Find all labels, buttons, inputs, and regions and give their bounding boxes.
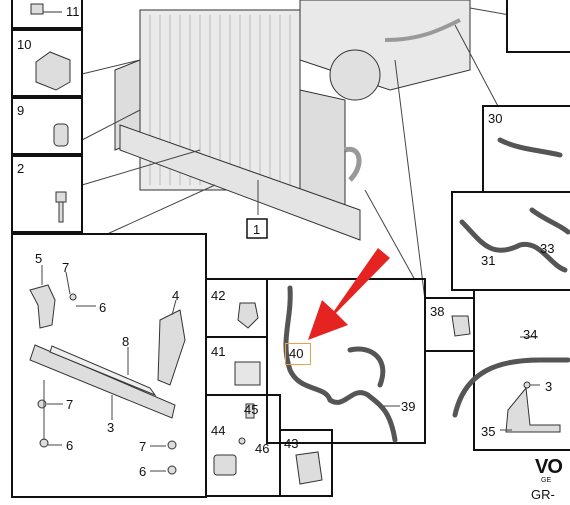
callout-34[interactable]: 34 bbox=[523, 327, 538, 342]
callout-6-mid[interactable]: 6 bbox=[66, 438, 74, 453]
callout-6-top[interactable]: 6 bbox=[99, 300, 107, 315]
right-bracket-35 bbox=[505, 381, 561, 433]
callout-10[interactable]: 10 bbox=[17, 37, 32, 52]
callout-40-highlight bbox=[285, 343, 311, 365]
red-indicator-arrow bbox=[308, 248, 390, 340]
brand-subtext: GE bbox=[541, 477, 552, 484]
right-hose-drawings bbox=[452, 137, 570, 418]
bracket-leaders bbox=[41, 265, 177, 472]
callout-3-right[interactable]: 3 bbox=[545, 379, 553, 394]
callout-8[interactable]: 8 bbox=[122, 334, 130, 349]
hose-parts-box bbox=[266, 278, 426, 444]
callout-39[interactable]: 39 bbox=[401, 399, 416, 414]
callout-31[interactable]: 31 bbox=[481, 253, 496, 268]
callout-44[interactable]: 44 bbox=[211, 423, 226, 438]
bracket-parts-drawing bbox=[29, 284, 186, 475]
brand-logo: VO bbox=[535, 456, 563, 478]
callout-4[interactable]: 4 bbox=[172, 288, 180, 303]
hose-drawing bbox=[283, 285, 398, 443]
callout-11[interactable]: 11 bbox=[66, 4, 80, 19]
callout-9[interactable]: 9 bbox=[17, 103, 25, 118]
leader-lines bbox=[81, 7, 511, 301]
callout-35[interactable]: 35 bbox=[481, 424, 496, 439]
callout-7-right[interactable]: 7 bbox=[139, 439, 147, 454]
middle-part-icons bbox=[213, 302, 323, 485]
callout-7-top[interactable]: 7 bbox=[62, 260, 70, 275]
diagram-code: GR- bbox=[531, 487, 555, 502]
part-9-grommet-icon bbox=[53, 123, 69, 147]
callout-33[interactable]: 33 bbox=[540, 241, 555, 256]
callout-3[interactable]: 3 bbox=[107, 420, 115, 435]
callout-45[interactable]: 45 bbox=[244, 402, 259, 417]
callout-2[interactable]: 2 bbox=[17, 161, 25, 176]
callout-6-right[interactable]: 6 bbox=[139, 464, 147, 479]
part-38-clip-icon bbox=[451, 315, 471, 337]
callout-43[interactable]: 43 bbox=[284, 436, 299, 451]
radiator-assembly-drawing bbox=[114, 0, 471, 241]
callout-40[interactable]: 40 bbox=[289, 346, 304, 361]
callout-box-1 bbox=[246, 218, 268, 239]
right-leaders bbox=[500, 336, 540, 431]
callout-5[interactable]: 5 bbox=[35, 251, 43, 266]
callout-30[interactable]: 30 bbox=[488, 111, 503, 126]
left-parts-column bbox=[11, 0, 83, 233]
callout-1[interactable]: 1 bbox=[253, 222, 261, 237]
callout-42[interactable]: 42 bbox=[211, 288, 226, 303]
callout-7-mid[interactable]: 7 bbox=[66, 397, 74, 412]
callout-41[interactable]: 41 bbox=[211, 344, 226, 359]
part-10-bracket-icon bbox=[35, 51, 71, 91]
callout-38[interactable]: 38 bbox=[430, 304, 445, 319]
part-2-bolt-icon bbox=[55, 191, 67, 223]
part-11-clip-icon bbox=[30, 3, 62, 15]
callout-46[interactable]: 46 bbox=[255, 441, 270, 456]
